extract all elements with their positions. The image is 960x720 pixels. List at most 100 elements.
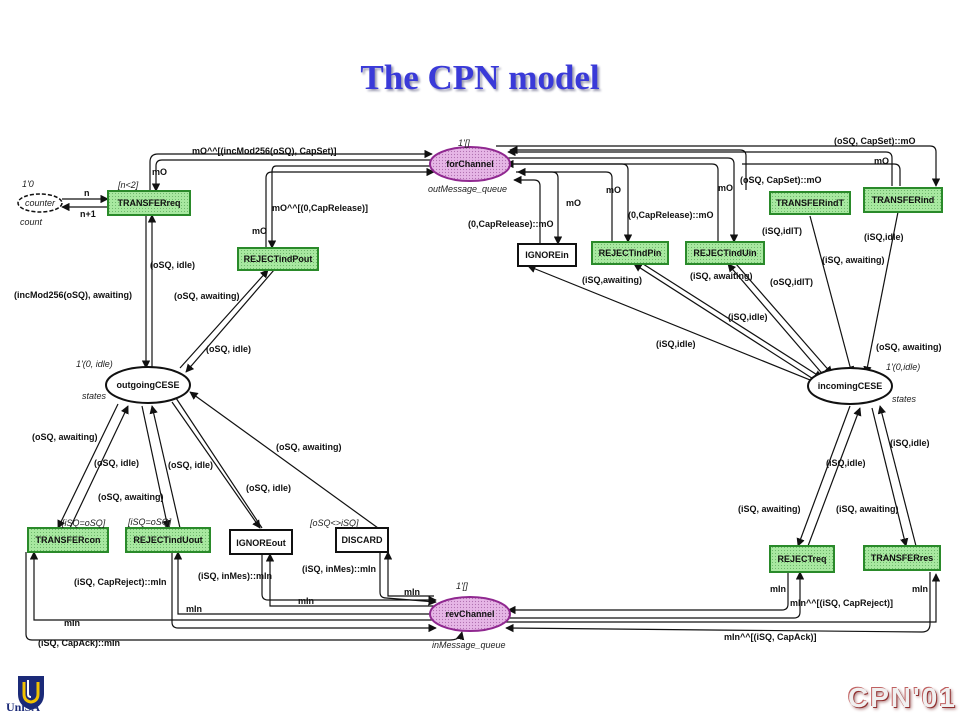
transition-transferreq: TRANSFERreq [n<2] [107,180,191,216]
arc-label: (oSQ, awaiting) [98,492,164,502]
arc-rejectinduout-outgoing [149,405,181,529]
arc-label: mIn^^[(iSQ, CapAck)] [724,632,817,642]
arc-label: (oSQ, idle) [246,483,291,493]
arc-incoming-rejectinduin [727,263,827,379]
arc-label: (oSQ, awaiting) [174,291,240,301]
transition-discard-name: DISCARD [341,535,383,545]
arc-transferreq-forchannel [149,149,433,191]
arc-transferres-incoming [877,405,917,547]
arc-label: (oSQ, idle) [94,458,139,468]
arc-transferind-forchannel-b [507,147,893,186]
arc-label: (iSQ, inMes)::mIn [302,564,376,574]
arc-label: (iSQ, CapReject)::mIn [74,577,167,587]
arc-rejectinduout-revchannel [171,552,437,633]
arc-transfercon-outgoing [69,405,129,529]
arc-label: mO [252,226,267,236]
arc-incoming-transferres [871,407,909,547]
transition-ignoreout-name: IGNOREout [236,538,286,548]
transition-rejectreq-name: REJECTreq [777,554,826,564]
arc-ignoreout-outgoing [175,397,263,529]
place-counter-type: count [20,217,43,227]
transition-transfercon-name: TRANSFERcon [36,535,101,545]
arc-outgoing-rejectindpout [179,269,269,369]
transition-transfercon-guard: [iSQ=oSQ] [61,518,106,528]
place-revchannel-name: revChannel [445,609,494,619]
arc-label: mIn [298,596,314,606]
transition-discard: DISCARD [oSQ<>iSQ] [309,518,389,553]
arc-revchannel-rejectreq [508,571,805,619]
place-forchannel-type: outMessage_queue [428,184,507,194]
arc-label: (oSQ, idle) [168,460,213,470]
arc-label: (iSQ, awaiting) [690,271,753,281]
arc-label: mIn [912,584,928,594]
arc-label: (oSQ, CapSet)::mO [740,175,822,185]
arc-labels: mO^^[(incMod256(oSQ), CapSet)] mO n n+1 … [14,136,942,648]
arc-label: (iSQ, awaiting) [836,504,899,514]
arc-label: (oSQ, awaiting) [876,342,942,352]
transition-discard-guard: [oSQ<>iSQ] [309,518,359,528]
transition-transferres-name: TRANSFERres [871,553,934,563]
arc-forchannel-transferind [496,145,941,187]
arc-label: (incMod256(oSQ), awaiting) [14,290,132,300]
transition-transferreq-guard: [n<2] [117,180,139,190]
arc-rejectinduin-incoming [735,263,833,375]
transition-transferind: TRANSFERind [863,187,943,213]
arc-ignorein-forchannel [513,175,541,244]
arc-rejectreq-revchannel [507,572,789,615]
arc-label: (iSQ,idle) [728,312,768,322]
arc-label: (oSQ, CapSet)::mO [834,136,916,146]
transition-transferindt: TRANSFERindT [769,191,851,215]
arc-label: (0,CapRelease)::mO [628,210,714,220]
arc-label: (iSQ,idle) [890,438,930,448]
unisa-label: UniSA [6,700,41,714]
arc-label: (oSQ, idle) [206,344,251,354]
arc-forchannel-ignorein [516,171,563,245]
arc-transfercon-revchannel [25,552,465,641]
arc-revchannel-transfercon [29,551,432,621]
place-outgoingcese-initial: 1'(0, idle) [76,359,113,369]
arc-label: mO^^[(incMod256(oSQ), CapSet)] [192,146,337,156]
arc-label: n [84,188,90,198]
cpn01-logo: CPN'01 [848,682,957,713]
place-outgoingcese-type: states [82,391,107,401]
arc-label: (iSQ,idle) [656,339,696,349]
transition-rejectindpin: REJECTindPin [591,241,669,265]
arc-revchannel-ignoreout [265,553,434,607]
arc-forchannel-rejectindpout [267,165,434,249]
transition-rejectindpin-name: REJECTindPin [599,248,662,258]
arc-incoming-ignorein [527,264,821,385]
arc-rejectinduin-forchannel [505,159,719,242]
arc-transferres-revchannel [505,572,931,633]
arc-forchannel-rejectinduin [500,157,739,243]
arc-outgoing-rejectinduout [141,405,171,529]
place-incomingcese-name: incomingCESE [818,381,883,391]
arc-label: (oSQ, awaiting) [32,432,98,442]
transition-rejectindpout-name: REJECTindPout [244,254,313,264]
arc-label: (iSQ,idle) [864,232,904,242]
arc-label: (oSQ, idle) [150,260,195,270]
arc-label: (iSQ, awaiting) [822,255,885,265]
arc-label: mO [152,167,167,177]
arc-label: mIn [64,618,80,628]
arc-label: (iSQ, awaiting) [738,504,801,514]
arc-revchannel-rejectinduout [173,551,432,615]
arc-rejectreq-incoming [807,407,862,547]
transition-rejectinduout: REJECTindUout [iSQ=oSQ] [125,517,211,553]
transition-rejectinduin: REJECTindUin [685,241,765,265]
arc-incoming-rejectindpin [633,263,819,383]
place-counter-name: counter [25,198,56,208]
place-forchannel: forChannel 1'[] outMessage_queue [428,138,511,194]
arc-transferindt-incoming [809,215,855,375]
place-forchannel-initial: 1'[] [458,138,470,148]
arc-label: mIn [186,604,202,614]
arc-transferind-incoming [863,211,899,375]
arc-transferind-forchannel [742,163,901,186]
arc-label: n+1 [80,209,96,219]
transition-rejectreq: REJECTreq [769,545,835,573]
unisa-logo-icon [18,676,44,710]
arc-label: mO [874,156,889,166]
place-revchannel-initial: 1'[] [456,581,468,591]
arc-rejectindpin-forchannel [517,167,613,242]
place-counter: counter 1'0 count [17,179,63,227]
